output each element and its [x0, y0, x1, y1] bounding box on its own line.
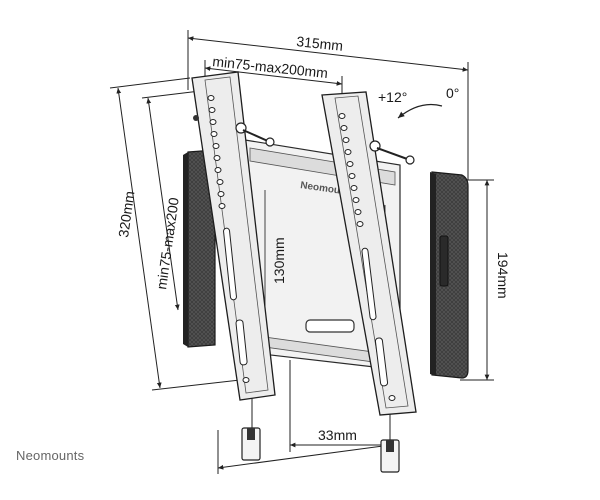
- left-pad: [183, 149, 216, 348]
- right-tilt-lever: [369, 140, 415, 165]
- left-tilt-lever: [235, 122, 275, 147]
- neomounts-logo: Neomounts: [16, 448, 85, 463]
- bottom-offset-label: 33mm: [318, 427, 357, 443]
- vertical-spacing-label: min75-max200: [153, 196, 182, 290]
- safety-locks: [241, 398, 400, 473]
- total-width-label: 315mm: [296, 33, 344, 54]
- tilt-level-label: 0°: [446, 85, 459, 101]
- right-bracket-arm: [321, 91, 417, 416]
- tilt-up-label: +12°: [378, 89, 407, 105]
- left-bracket-arm: [191, 71, 276, 401]
- arm-height-label: 130mm: [271, 237, 287, 284]
- right-pad: [430, 171, 469, 379]
- right-arm-holes: [338, 113, 396, 401]
- tilt-indicator: +12° 0°: [378, 85, 459, 119]
- left-arm-holes: [207, 95, 250, 383]
- plate-height-label: 194mm: [495, 252, 511, 299]
- total-height-label: 320mm: [115, 190, 137, 238]
